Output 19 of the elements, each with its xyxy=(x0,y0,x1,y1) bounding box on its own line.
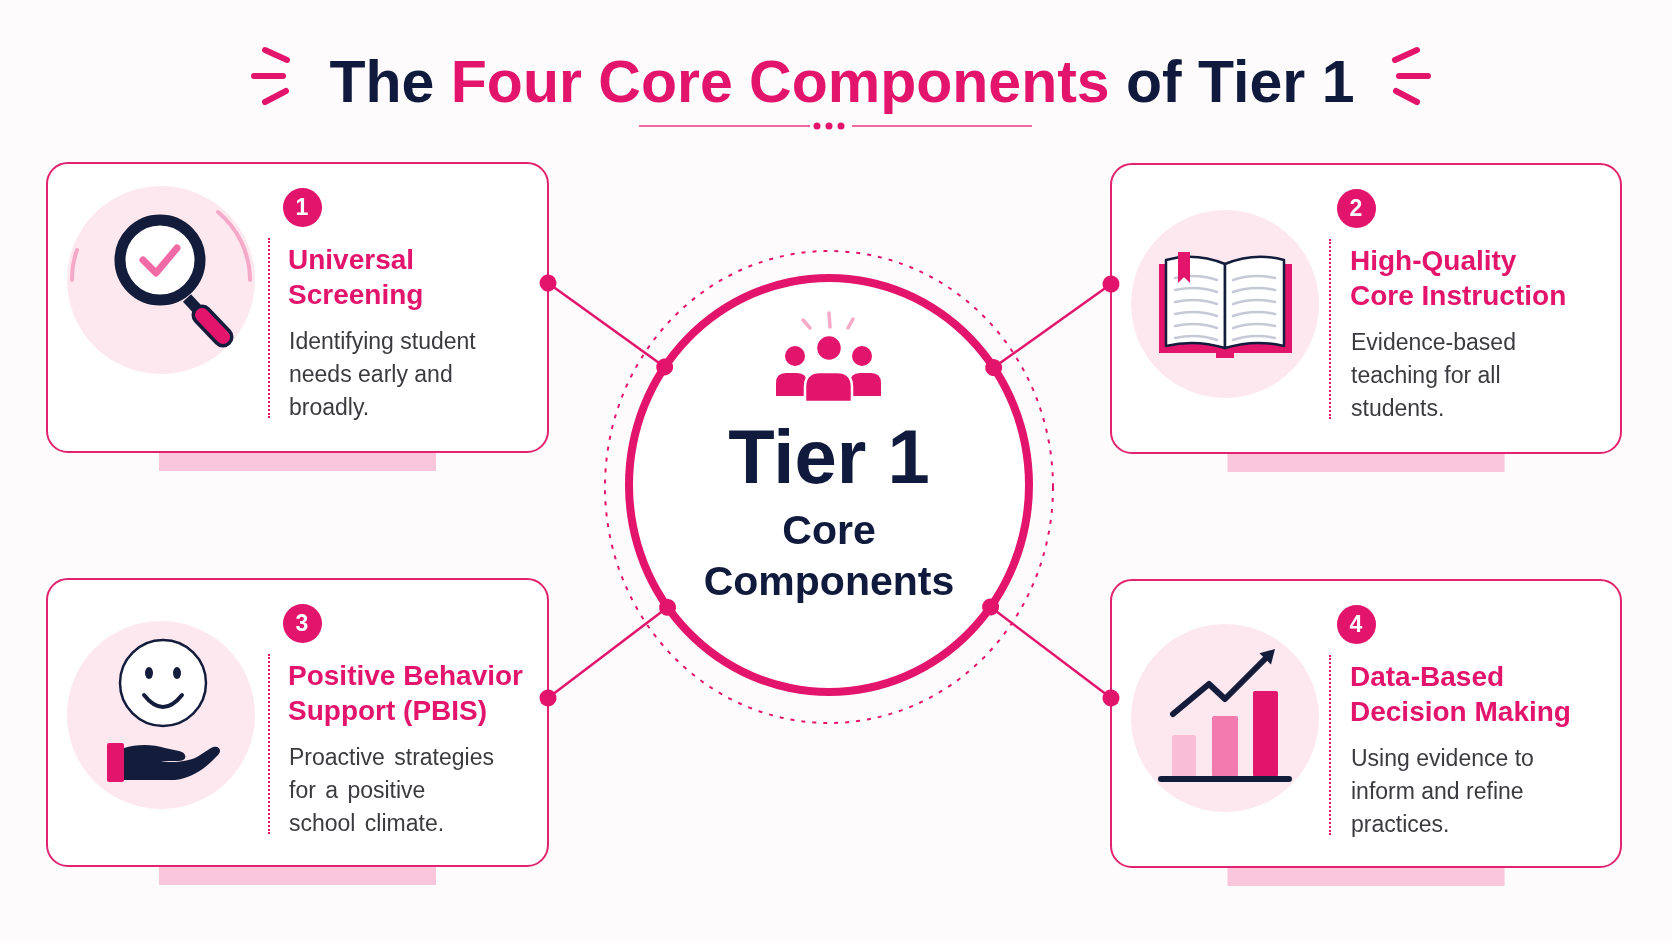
card-heading: Positive Behavior Support (PBIS) xyxy=(288,659,524,728)
card-heading: Universal Screening xyxy=(288,243,425,312)
step-number: 4 xyxy=(1336,604,1376,644)
connector-line xyxy=(539,598,677,707)
card-heading: Data-Based Decision Making xyxy=(1350,660,1572,729)
card-description: Evidence-based teaching for all students. xyxy=(1351,328,1517,423)
step-number: 2 xyxy=(1336,188,1376,228)
card-description: Using evidence to inform and refine practices. xyxy=(1351,744,1535,839)
card-description: Proactive strategies for a positive school climate. xyxy=(289,743,495,838)
center-title: Tier 1 xyxy=(728,419,930,495)
connector-line xyxy=(985,275,1120,377)
connector-line xyxy=(539,274,674,376)
step-number: 3 xyxy=(282,603,322,643)
card-heading: High-Quality Core Instruction xyxy=(1350,244,1568,313)
card-description: Identifying student needs early and broadly. xyxy=(289,327,477,422)
title: The Four Core Components of Tier 1 xyxy=(329,48,1355,117)
center-subtitle: Core Components xyxy=(702,506,956,606)
connector-line xyxy=(982,598,1120,707)
step-number: 1 xyxy=(282,187,322,227)
